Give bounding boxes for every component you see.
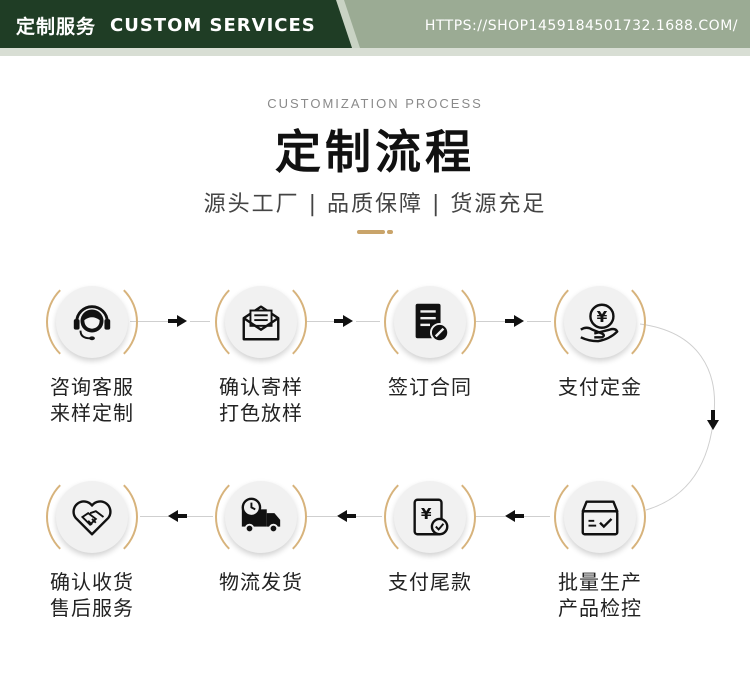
section-title: 定制流程 xyxy=(275,125,475,179)
contract-icon xyxy=(415,303,450,343)
section-tagline: 源头工厂 | 品质保障 | 货源充足 xyxy=(203,192,547,217)
arrow-left-icon xyxy=(337,510,347,522)
step-badge xyxy=(554,471,646,563)
step-shipping: 物流发货 xyxy=(186,471,336,595)
arrow-right-icon xyxy=(177,315,187,327)
header-title-cn: 定制服务 xyxy=(16,16,97,38)
step-label: 批量生产 产品检控 xyxy=(558,570,642,620)
connector-line xyxy=(356,516,382,517)
arrow-stem xyxy=(168,319,178,323)
svg-text:¥: ¥ xyxy=(421,505,432,523)
connector-line xyxy=(475,321,505,322)
truck-icon xyxy=(241,497,281,534)
step-label: 支付定金 xyxy=(558,375,642,399)
arrow-left-icon xyxy=(168,510,178,522)
svg-text:¥: ¥ xyxy=(597,308,608,326)
header-title-en: CUSTOM SERVICES xyxy=(110,15,316,36)
step-badge xyxy=(215,471,307,563)
accent-divider xyxy=(357,230,385,234)
section-subtitle: CUSTOMIZATION PROCESS xyxy=(267,96,483,111)
step-label: 确认收货 售后服务 xyxy=(50,570,134,620)
envelope-icon xyxy=(242,305,280,341)
headset-icon xyxy=(73,305,111,341)
step-label: 签订合同 xyxy=(388,375,472,399)
step-label: 咨询客服 来样定制 xyxy=(50,375,134,425)
arrow-stem xyxy=(514,514,524,518)
connector-line xyxy=(356,321,380,322)
step-badge xyxy=(215,276,307,368)
step-receipt: 确认收货 售后服务 xyxy=(17,471,167,621)
step-badge xyxy=(46,276,138,368)
step-label: 确认寄样 打色放样 xyxy=(219,375,303,425)
connector-line xyxy=(527,321,551,322)
step-badge: ¥ xyxy=(554,276,646,368)
header-title-block xyxy=(0,0,352,48)
connector-line xyxy=(524,516,550,517)
box-icon xyxy=(581,500,619,536)
connector-line xyxy=(475,516,505,517)
step-deposit: ¥ 支付定金 xyxy=(525,276,675,400)
arrow-stem xyxy=(177,514,187,518)
step-label: 支付尾款 xyxy=(388,570,472,594)
arrow-left-icon xyxy=(505,510,515,522)
arrow-right-icon xyxy=(514,315,524,327)
arrow-right-icon xyxy=(343,315,353,327)
arrow-stem xyxy=(334,319,344,323)
connector-line xyxy=(130,321,170,322)
connector-line xyxy=(305,516,337,517)
connector-line xyxy=(190,321,210,322)
step-badge: ¥ xyxy=(384,471,476,563)
connector-line xyxy=(140,516,170,517)
step-contract: 签订合同 xyxy=(355,276,505,400)
arrow-stem xyxy=(505,319,515,323)
step-sample: 确认寄样 打色放样 xyxy=(186,276,336,426)
arrow-stem xyxy=(346,514,356,518)
connector-line xyxy=(187,516,213,517)
payment-icon: ¥ xyxy=(580,303,619,343)
step-consult: 咨询客服 来样定制 xyxy=(17,276,167,426)
arrow-down-icon xyxy=(707,420,719,430)
header-underline xyxy=(0,48,750,56)
step-balance: ¥ 支付尾款 xyxy=(355,471,505,595)
step-label: 物流发货 xyxy=(219,570,303,594)
connector-curve xyxy=(640,323,716,511)
heart-handshake-icon xyxy=(72,500,112,536)
shop-url-link[interactable]: HTTPS://SHOP1459184501732.1688.COM/ xyxy=(424,18,738,34)
step-production: 批量生产 产品检控 xyxy=(525,471,675,621)
connector-line xyxy=(305,321,335,322)
step-badge xyxy=(384,276,476,368)
accent-dot xyxy=(387,230,393,234)
invoice-icon: ¥ xyxy=(413,498,449,536)
step-badge xyxy=(46,471,138,563)
